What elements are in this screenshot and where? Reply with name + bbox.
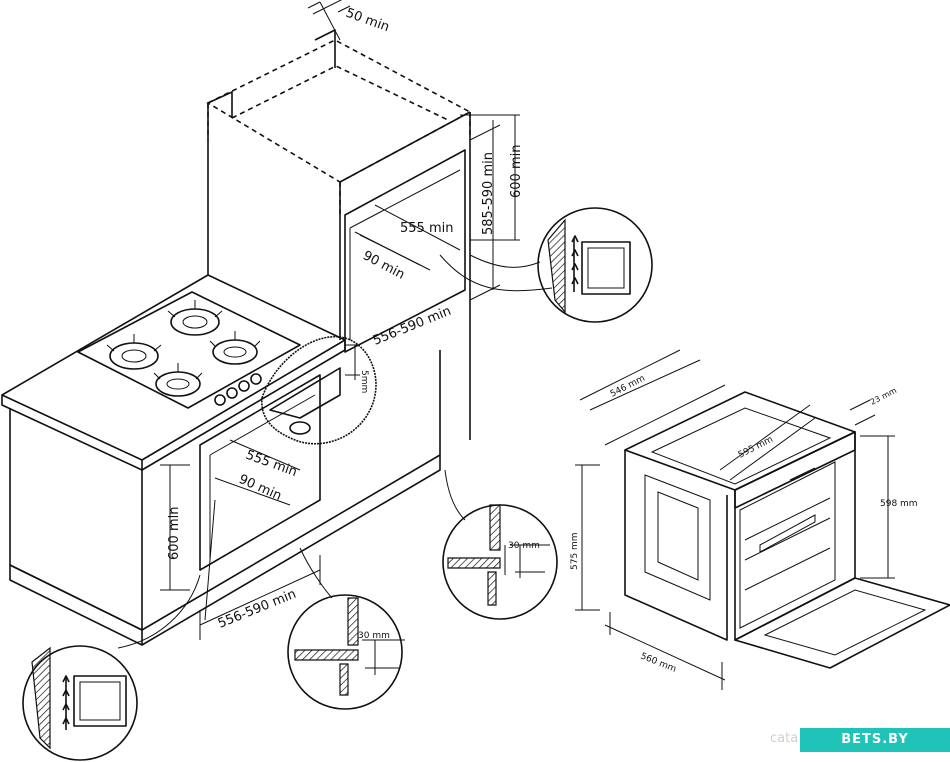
side-gap-left-label: 30 mm — [358, 631, 390, 641]
watermark-left-text: cata — [770, 731, 799, 746]
niche-width-label: 556-590 min — [371, 304, 454, 349]
under-niche-height-label: 600 min — [167, 507, 182, 560]
counter-with-hob — [1, 274, 441, 646]
burner-icon — [167, 300, 223, 336]
watermark-badge: BETS.BY — [800, 728, 950, 752]
niche-depth-label: 555 min — [400, 221, 453, 236]
knob-icon — [214, 373, 262, 406]
niche-height-label: 585-590 min — [481, 152, 496, 235]
side-gap-detail-right — [442, 469, 558, 620]
burner-icon — [106, 334, 162, 370]
hob-gap-label: 5mm — [359, 370, 369, 393]
total-height-label: 600 min — [509, 145, 524, 198]
side-gap-right-label: 30 mm — [508, 541, 540, 551]
oven-front-depth-label: 23 mm — [869, 386, 898, 407]
burner-icon — [153, 363, 203, 397]
watermark: cata BETS.BY — [770, 728, 950, 754]
top-gap-label: 50 min — [344, 6, 392, 36]
tall-cabinet — [206, 0, 520, 440]
oven-appliance — [575, 349, 950, 690]
side-gap-detail-left — [287, 547, 405, 710]
ventilation-detail-bottom — [22, 574, 201, 761]
oven-width-label: 595 mm — [737, 435, 775, 461]
rear-gap-label: 90 min — [360, 248, 407, 282]
ventilation-detail-top — [439, 207, 653, 323]
oven-height-label: 598 mm — [880, 499, 918, 509]
oven-body-height-label: 575 mm — [570, 532, 580, 570]
burner-icon — [209, 331, 261, 365]
under-rear-gap-label: 90 min — [236, 472, 283, 504]
